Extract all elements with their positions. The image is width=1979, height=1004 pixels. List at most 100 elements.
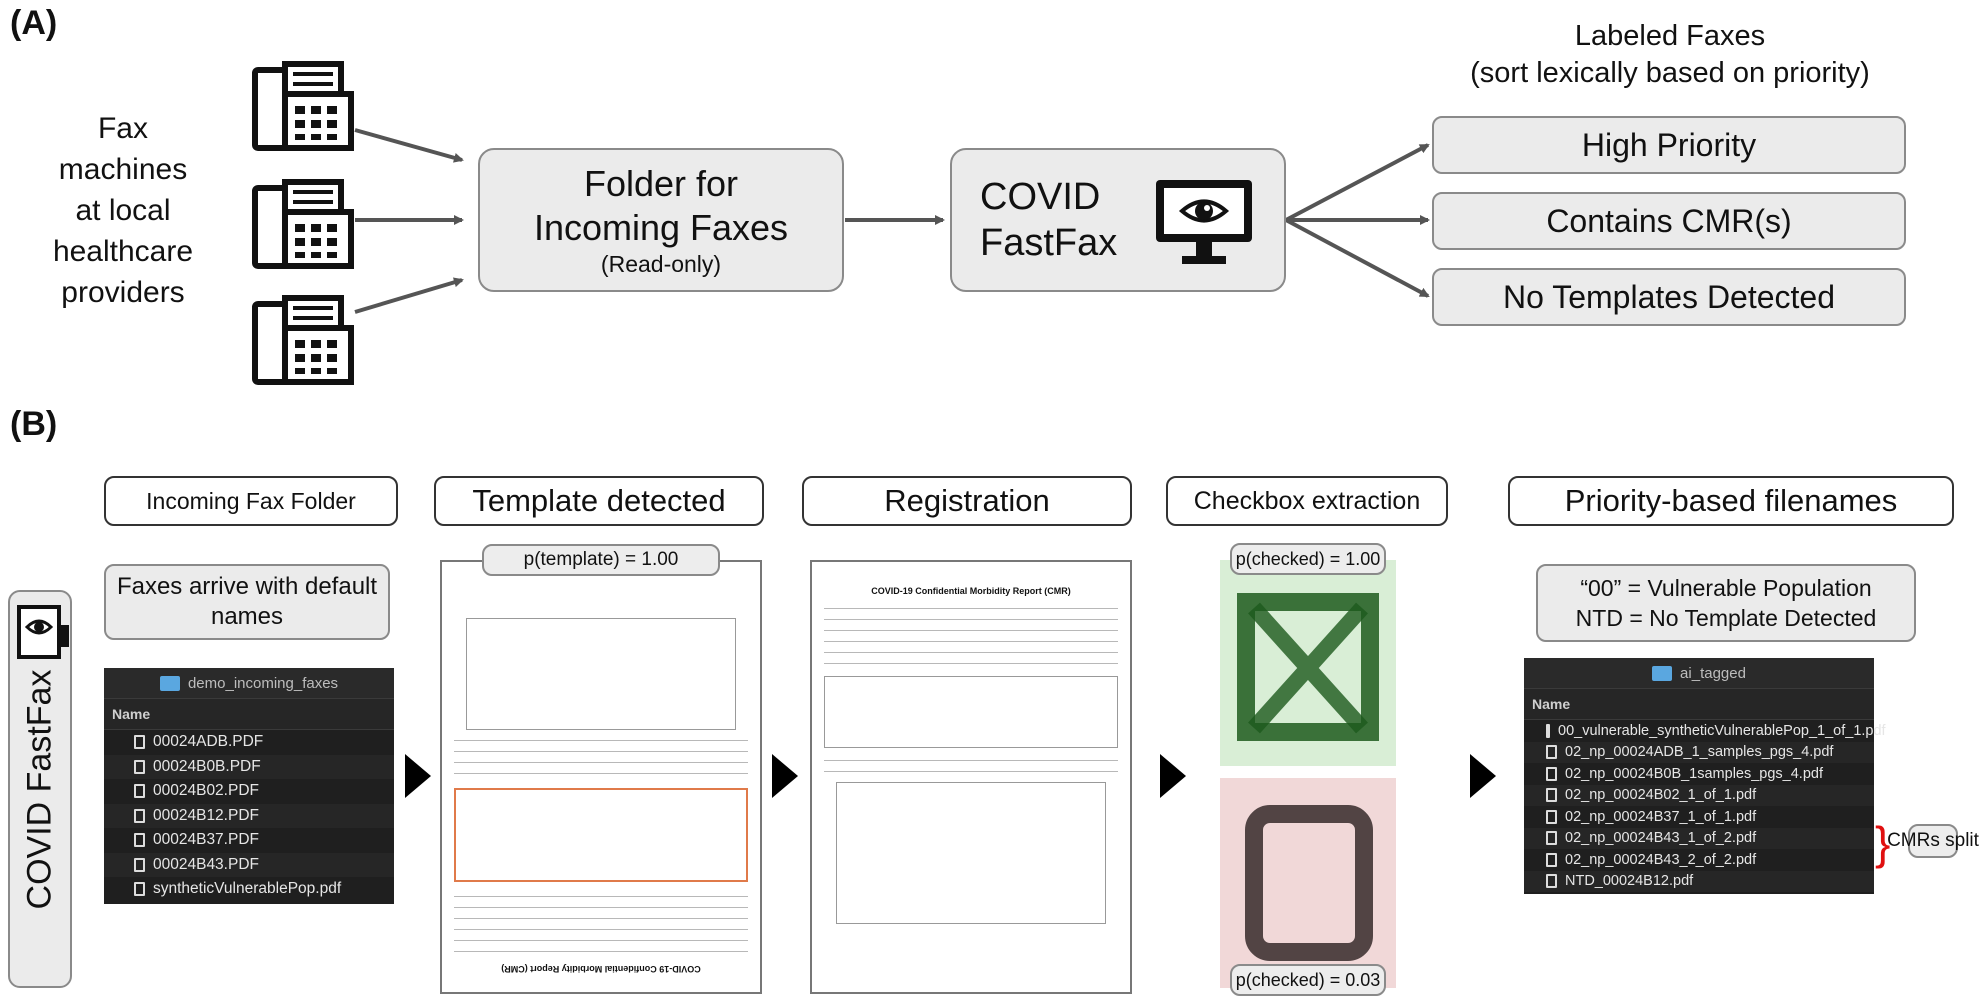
tagged-folder-window: ai_tagged Name 00_vulnerable_syntheticVu… — [1524, 658, 1886, 894]
tagged-file-list: 00_vulnerable_syntheticVulnerablePop_1_o… — [1524, 720, 1886, 892]
file-name: 00024B37.PDF — [153, 831, 259, 849]
stage-title-priority: Priority-based filenames — [1508, 476, 1954, 526]
output-title: Labeled Faxes (sort lexically based on p… — [1470, 20, 1870, 89]
file-name: 02_np_00024B02_1_of_1.pdf — [1565, 787, 1757, 804]
pdf-file-icon — [1546, 745, 1557, 760]
pdf-file-icon — [1546, 788, 1557, 803]
folder-icon — [159, 675, 180, 691]
file-name: syntheticVulnerablePop.pdf — [153, 880, 342, 898]
file-name: 02_np_00024B43_2_of_2.pdf — [1565, 851, 1757, 868]
pdf-file-icon — [1546, 809, 1557, 824]
file-row[interactable]: 00024B12.PDF — [104, 803, 394, 828]
pdf-file-icon — [134, 735, 145, 750]
file-name: 00_vulnerable_syntheticVulnerablePop_1_o… — [1558, 722, 1886, 739]
pdf-file-icon — [1546, 723, 1550, 738]
output-no-templates: No Templates Detected — [1432, 268, 1906, 326]
output-contains-cmr: Contains CMR(s) — [1432, 192, 1906, 250]
checked-checkbox-image — [1237, 593, 1379, 741]
template-score: p(template) = 1.00 — [482, 544, 720, 576]
flow-arrow — [772, 754, 798, 798]
fax-machine-icon — [255, 64, 351, 148]
checked-top-score: p(checked) = 1.00 — [1230, 543, 1386, 575]
file-row[interactable]: 02_np_00024B02_1_of_1.pdf — [1524, 784, 1874, 806]
pdf-file-icon — [1546, 852, 1557, 867]
file-row[interactable]: 00024B37.PDF — [104, 828, 394, 853]
registration-doc-title: COVID-19 Confidential Morbidity Report (… — [871, 586, 1071, 596]
folder-icon — [1652, 665, 1673, 681]
unchecked-checkbox-image — [1245, 805, 1373, 961]
template-document: COVID-19 Confidential Morbidity Report (… — [440, 560, 762, 994]
file-name: 00024B0B.PDF — [153, 757, 261, 775]
file-row[interactable]: 02_np_00024B0B_1samples_pgs_4.pdf — [1524, 763, 1874, 785]
folder-title-line1: Folder for — [583, 163, 739, 204]
pdf-file-icon — [134, 784, 145, 799]
incoming-name-column[interactable]: Name — [104, 698, 394, 730]
incoming-file-list: 00024ADB.PDF 00024B0B.PDF 00024B02.PDF 0002… — [104, 730, 394, 902]
file-name: 02_np_00024B37_1_of_1.pdf — [1565, 808, 1757, 825]
file-name: NTD_00024B12.pdf — [1565, 873, 1694, 890]
incoming-folder-box: Folder for Incoming Faxes (Read-only) — [478, 148, 844, 292]
file-row[interactable]: 00024B43.PDF — [104, 852, 394, 877]
file-row[interactable]: NTD_00024B12.pdf — [1524, 870, 1874, 892]
split-brace: } — [1875, 817, 1891, 869]
flow-arrow — [1160, 754, 1186, 798]
fax-machine-icon — [255, 298, 351, 382]
template-doc-title: COVID-19 Confidential Morbidity Report (… — [501, 964, 701, 974]
flow-arrow — [405, 754, 431, 798]
file-row[interactable]: 00_vulnerable_syntheticVulnerablePop_1_o… — [1524, 720, 1886, 742]
file-row[interactable]: syntheticVulnerablePop.pdf — [104, 877, 394, 902]
stage-title-template: Template detected — [434, 476, 764, 526]
stage-title-checkbox: Checkbox extraction — [1166, 476, 1448, 526]
file-row[interactable]: 02_np_00024B43_1_of_2.pdf — [1524, 827, 1874, 849]
unchecked-crop — [1220, 778, 1396, 988]
flow-arrow — [1470, 754, 1496, 798]
pdf-file-icon — [1546, 874, 1557, 889]
file-row[interactable]: 00024B0B.PDF — [104, 754, 394, 779]
file-name: 02_np_00024B0B_1samples_pgs_4.pdf — [1565, 765, 1823, 782]
tagged-folder-name: ai_tagged — [1680, 664, 1746, 682]
fastfax-line1: COVID — [980, 176, 1101, 218]
file-row[interactable]: 02_np_00024B37_1_of_1.pdf — [1524, 806, 1874, 828]
fax-caption: Fax machines at local healthcare provide… — [52, 112, 194, 309]
file-row[interactable]: 02_np_00024B43_2_of_2.pdf — [1524, 849, 1874, 871]
folder-title-line2: Incoming Faxes — [533, 207, 789, 248]
registration-document: COVID-19 Confidential Morbidity Report (… — [810, 560, 1132, 994]
pdf-file-icon — [134, 857, 145, 872]
side-label: COVID FastFax — [20, 669, 59, 909]
panel-a-label: (A) — [10, 4, 58, 42]
pdf-file-icon — [134, 808, 145, 823]
file-name: 02_np_00024B43_1_of_2.pdf — [1565, 830, 1757, 847]
file-name: 00024B43.PDF — [153, 855, 259, 873]
output-high-priority: High Priority — [1432, 116, 1906, 174]
file-row[interactable]: 02_np_00024ADB_1_samples_pgs_4.pdf — [1524, 741, 1874, 763]
split-label: CMRs split — [1887, 824, 1979, 858]
fax-machine-icon — [255, 182, 351, 266]
pdf-file-icon — [134, 833, 145, 848]
checked-bottom-score: p(checked) = 0.03 — [1230, 964, 1386, 996]
pdf-file-icon — [134, 759, 145, 774]
stage-title-incoming: Incoming Fax Folder — [104, 476, 398, 526]
file-row[interactable]: 00024ADB.PDF — [104, 730, 394, 755]
file-name: 00024B02.PDF — [153, 782, 259, 800]
tagged-name-column[interactable]: Name — [1524, 688, 1874, 720]
monitor-eye-icon — [1156, 180, 1252, 264]
file-name: 00024ADB.PDF — [153, 733, 264, 751]
file-name: 00024B12.PDF — [153, 806, 259, 824]
fastfax-line2: FastFax — [980, 222, 1118, 264]
checked-crop — [1220, 560, 1396, 766]
side-monitor-icon — [17, 605, 71, 663]
incoming-folder-name: demo_incoming_faxes — [187, 674, 339, 692]
pdf-file-icon — [1546, 766, 1557, 781]
priority-note: “00” = Vulnerable Population NTD = No Te… — [1536, 564, 1916, 642]
file-name: 02_np_00024ADB_1_samples_pgs_4.pdf — [1565, 744, 1834, 761]
stage-title-registration: Registration — [802, 476, 1132, 526]
folder-subtitle: (Read-only) — [600, 251, 722, 277]
file-row[interactable]: 00024B02.PDF — [104, 779, 394, 804]
incoming-note: Faxes arrive with default names — [104, 564, 390, 640]
pdf-file-icon — [134, 882, 145, 897]
pdf-file-icon — [1546, 831, 1557, 846]
fastfax-box: COVID FastFax — [950, 148, 1286, 292]
panel-b-label: (B) — [10, 405, 58, 443]
